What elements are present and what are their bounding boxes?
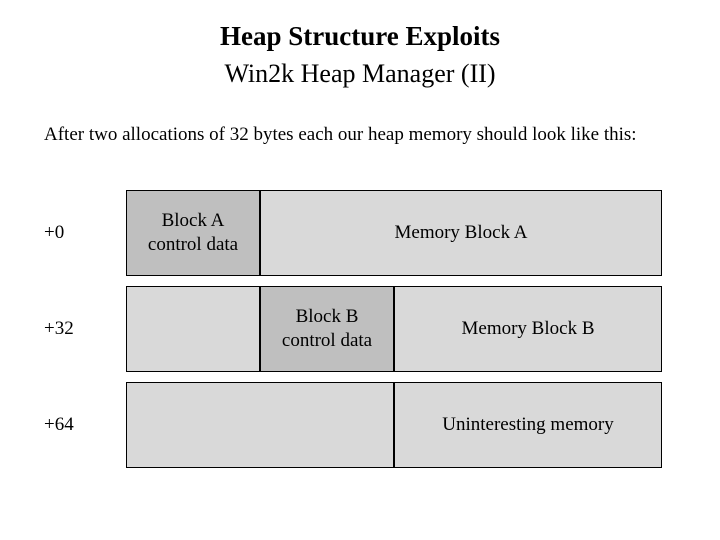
memory-block-b-label: Memory Block B <box>461 318 595 339</box>
page-subtitle: Win2k Heap Manager (II) <box>224 59 496 88</box>
memory-block-b-cell: Memory Block B <box>394 286 662 372</box>
heap-row: +64 Uninteresting memory <box>44 382 664 468</box>
memory-block-a-cell: Memory Block A <box>260 190 662 276</box>
page-title: Heap Structure Exploits <box>219 21 500 51</box>
memory-block-a-label: Memory Block A <box>394 222 528 243</box>
uninteresting-memory-label: Uninteresting memory <box>442 414 614 435</box>
title-block: Heap Structure Exploits Win2k Heap Manag… <box>0 0 720 92</box>
row-cells: Uninteresting memory <box>126 382 662 468</box>
offset-label: +64 <box>44 414 74 435</box>
offset-label: +32 <box>44 318 74 339</box>
offset-label: +0 <box>44 222 65 243</box>
empty-cell <box>126 286 260 372</box>
uninteresting-memory-cell: Uninteresting memory <box>394 382 662 468</box>
empty-cell <box>126 382 394 468</box>
body-paragraph: After two allocations of 32 bytes each o… <box>44 124 637 145</box>
